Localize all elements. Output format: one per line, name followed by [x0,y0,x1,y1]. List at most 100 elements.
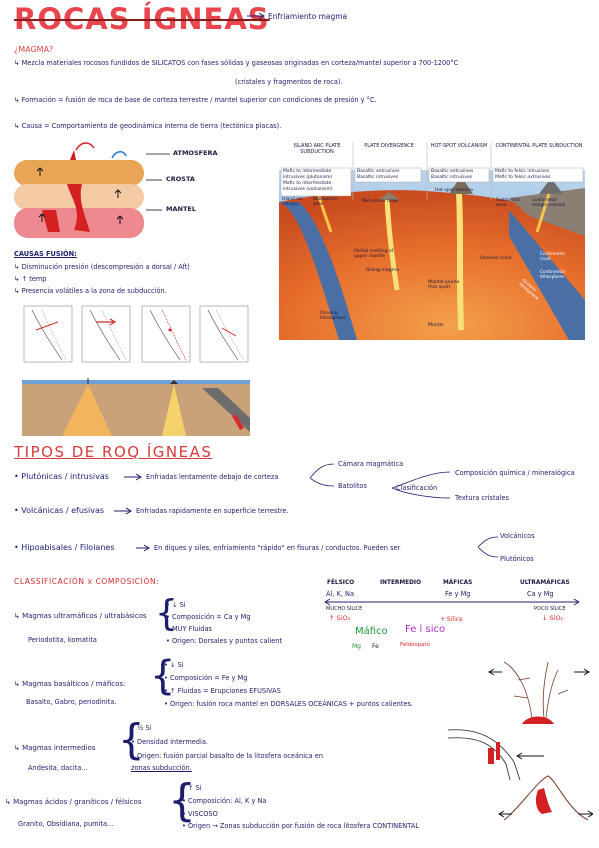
silica-scale-arrow [324,598,580,606]
scale-ultra: ULTRAMÁFICAS [520,580,570,586]
branch-lines [310,463,450,499]
scale-sio2-up: ↑ SiO₂ [329,614,351,622]
plutonicas-desc: Enfriadas lentamente debajo de corteza [146,473,279,481]
hipoabisales-desc: En diques y siles, enfriamiento "rápido"… [154,544,401,552]
magma-ultramafic-name: ↳ Magmas ultramáficos / ultrabásicos [14,612,147,620]
rift-sketch [488,661,590,724]
tect-label-crust: Oceanic crust [480,256,512,261]
magma-basaltic-prop-2: • Composición = Fe y Mg [164,674,248,682]
tect-label-plume: Mantle plume (hot spot) [428,280,460,290]
layer-atmosfera: ATMOSFERA [173,149,218,157]
magma-basaltic-prop-4: • Origen: fusión roca mantel en DORSALES… [164,700,414,708]
scale-ultra-el: Ca y Mg [527,590,554,598]
layer-corteza: CROSTA [166,175,195,183]
scale-feldes: Feldespato [400,642,430,648]
scale-silice: + Sílice [440,616,463,623]
tect-header-3: HOT-SPOT VOLCANISM [430,143,488,149]
scale-poco: POCO SÍLICE [534,606,566,612]
brace-icon: { [155,593,178,634]
tect-header-2: PLATE DIVERGENCE [364,143,414,149]
magma-intermediate-prop-3: • Origen: fusión parcial basalto de la l… [131,752,324,760]
magma-felsic-ex: Granito, Obsidiana, pumita... [18,820,114,828]
scale-sio2-down: ↓ SiO₂ [542,614,564,622]
tect-label-hotspot: Hot spot volcano [435,188,473,193]
brace-icon: { [150,653,176,699]
magma-felsic-prop-2: • Composición: Al, K y Na [182,797,267,805]
tect-header-4: CONTINENTAL PLATE SUBDUCTION [495,143,583,149]
continental-sketch [498,775,593,821]
magma-basaltic-prop-1: • ↓ Si [164,661,184,669]
subduction-sketch [448,729,544,781]
melting-graphs [23,305,249,363]
magma-intermediate-prop-1: • ½ Si [131,724,152,732]
scale-mafico: Máfico [355,626,388,637]
magma-def-1: ↳ Mezcla materiales rocosos fundidos de … [14,59,459,67]
volcanicos: Volcánicos [500,532,535,540]
tect-label-rising: Rising magma [366,268,399,273]
brace-icon: { [118,715,145,764]
tect-label-oceanic: Oceanic lithosphere [320,311,346,321]
magma-ultramafic-prop-2: • Composición = Ca y Mg [166,613,251,621]
tect-col3-2: Basaltic intrusives [431,175,473,180]
arrow-icon [124,473,142,481]
magma-basaltic-ex: Basalto, Gabro, periodinita. [26,698,117,706]
scale-felsic: FÉLSICO [327,580,355,586]
tect-col4-2: Mafic to felsic extrusives [495,175,551,180]
tect-col1-4: intrusives (volcanism) [283,187,333,192]
camara: Cámara magmática [338,460,404,468]
plate-tectonics-diagram [279,140,585,340]
magma-basaltic-prop-3: • ↑ Fluidas = Erupciones EFUSIVAS [164,687,281,695]
tect-label-island: Island arc volcano [282,197,303,207]
magma-intermediate-ex: Andesita, dacita... [28,764,88,772]
batolitos: Batolitos [338,482,367,490]
tect-col3-1: Basaltic extrusives [431,169,474,174]
tect-label-mantle: Mantle [428,323,444,328]
scale-mg: Mg [352,643,361,650]
magma-basaltic-name: ↳ Magmas basálticos / máficos: [14,680,126,688]
magma-def-2: (cristales y fragmentos de roca). [235,78,343,86]
tect-col2-2: Basaltic intrusives [357,175,399,180]
causa-item-1: ↳ Disminución presión (descompresión a d… [14,263,190,271]
scale-mafic: MÁFICAS [443,580,473,586]
tipo-hipoabisales: • Hipoabisales / Filoianes [14,543,115,552]
tect-label-contcrust: Continental crust [540,252,565,262]
causa-item-2: ↳ ↑ temp [14,275,47,283]
tect-col1-2: intrusives (plutonism) [283,175,333,180]
arrow-icon [247,12,265,20]
magma-ultramafic-prop-4: • Origen: Dorsales y puntos calient [166,637,283,645]
causa-text: ↳ Causa = Comportamiento de geodinámica … [14,122,282,130]
tipos-heading: TIPOS DE ROQ ÍGNEAS [14,443,213,461]
page-title: ROCAS ÍGNEAS [14,2,270,36]
magma-ultramafic-ex: Periodotita, komatita [28,636,97,644]
tect-label-subzone: Subduction zone [313,197,338,207]
scale-felsic-el: Al, K, Na [326,590,355,598]
tipo-plutonicas: • Plutónicas / intrusivas [14,472,109,481]
magma-intermediate-prop-4: zonas subducción. [131,764,192,772]
tect-label-subzone2: Subduction zone [496,198,521,208]
causa-item-3: ↳ Presencia volátiles a la zona de subdu… [14,287,167,295]
magma-heading: ¿MAGMA? [14,45,54,54]
title-note: Enfriamiento magma [268,12,348,21]
clasif-heading: CLASSIFICACIÓN x COMPOSICIÓN: [14,577,160,586]
magma-felsic-prop-3: • VISCOSO [182,810,218,818]
textura-cristales: Textura cristales [455,494,509,502]
tipo-volcanicas: • Volcánicas / efusivas [14,506,105,515]
branch-lines [478,536,499,558]
tect-label-partial: Partial melting of upper mantle [354,249,394,259]
magma-felsic-prop-1: • ↑ Si [182,784,202,792]
scale-felsico: Fe l sico [405,624,446,635]
tect-col4-1: Mafic to felsic intrusives [495,169,550,174]
plutonicos: Plutónicos [500,555,534,563]
magma-intermediate-name: ↳ Magmas intermedios [14,744,96,752]
composicion-quimica: Composición química / mineralógica [455,469,575,477]
arrow-icon [114,507,132,515]
earth-layers-drawing [14,142,170,238]
magma-felsic-name: ↳ Magmas ácidos / graníticos / félsicos [5,798,142,806]
tect-label-ridge: Mid-ocean ridge [362,199,399,204]
tect-label-contvolc: Continental margin volcano [532,198,566,208]
layer-manto: MANTEL [166,205,196,213]
brace-icon: { [168,775,196,826]
scale-mucho: MUCHO SÍLICE [326,606,363,612]
arrow-icon [136,544,150,552]
scale-fe: Fe [372,643,379,650]
